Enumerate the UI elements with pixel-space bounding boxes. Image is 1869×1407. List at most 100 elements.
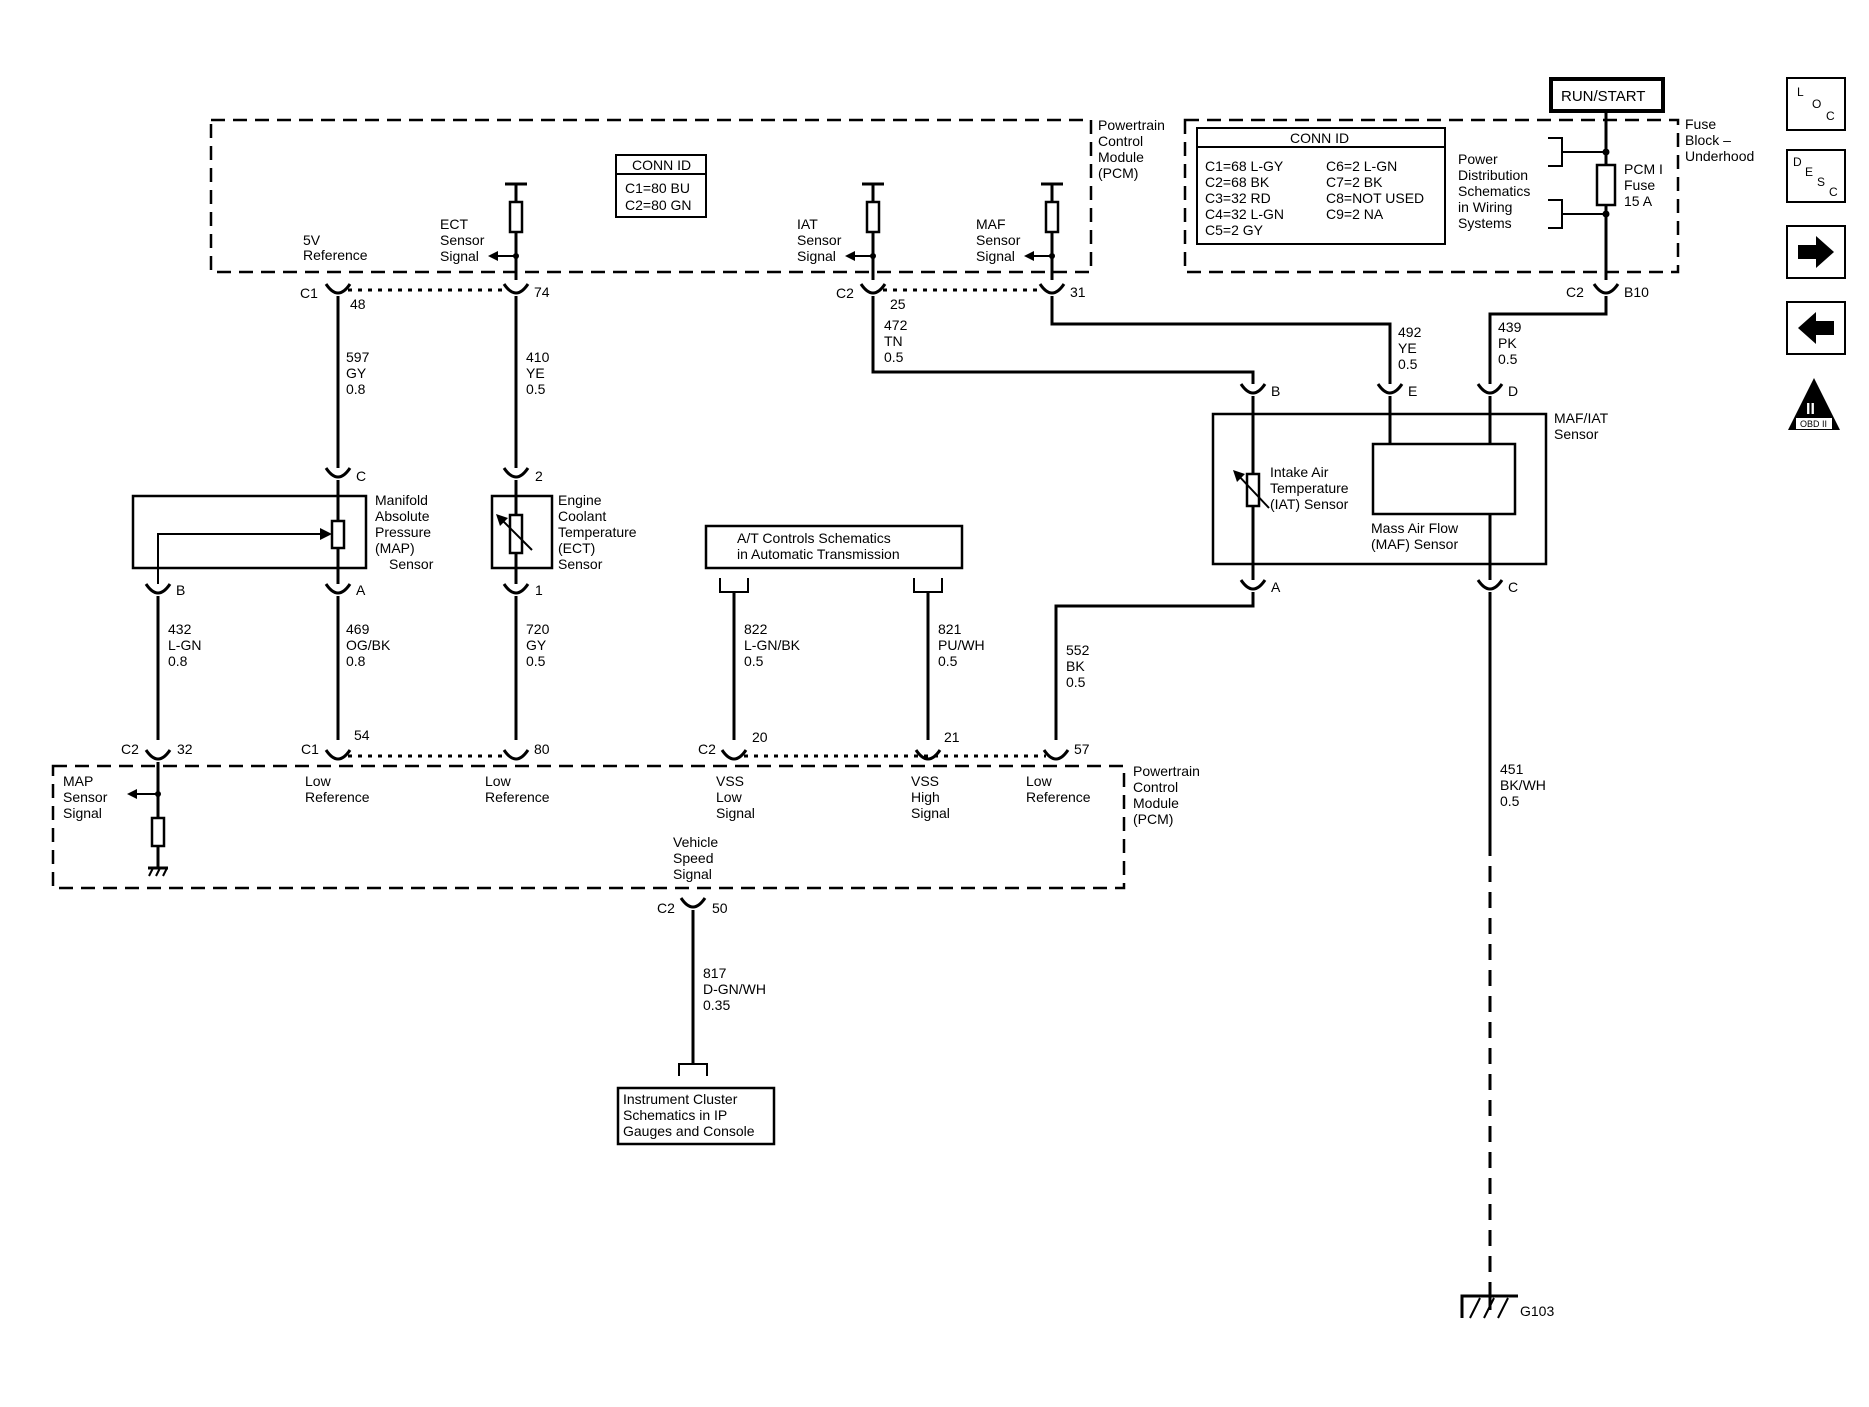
label-vehicle-speed-signal: Vehicle Speed Signal — [673, 834, 718, 882]
wire-451-label: 451 BK/WH 0.5 — [1500, 761, 1546, 809]
svg-text:597: 597 — [346, 349, 370, 365]
svg-text:817: 817 — [703, 965, 727, 981]
svg-text:Sensor: Sensor — [440, 232, 485, 248]
svg-text:B: B — [1271, 383, 1280, 399]
svg-text:Low: Low — [1026, 773, 1053, 789]
svg-text:PCM I: PCM I — [1624, 161, 1663, 177]
svg-text:Sensor: Sensor — [63, 789, 108, 805]
loc-button[interactable]: L O C — [1786, 77, 1846, 131]
svg-text:D: D — [1793, 155, 1802, 169]
svg-text:Coolant: Coolant — [558, 508, 606, 524]
wire-720-label: 720 GY 0.5 — [526, 621, 550, 669]
svg-text:C4=32 L-GN: C4=32 L-GN — [1205, 206, 1284, 222]
svg-text:Low: Low — [305, 773, 332, 789]
svg-text:0.35: 0.35 — [703, 997, 730, 1013]
connector-c2-b10: C2 B10 — [1566, 283, 1649, 300]
svg-text:Schematics: Schematics — [1458, 183, 1530, 199]
svg-text:Low: Low — [716, 789, 743, 805]
svg-text:Fuse: Fuse — [1624, 177, 1655, 193]
connector-c2-25: C2 25 — [836, 283, 906, 312]
back-arrow-button[interactable] — [1786, 301, 1846, 355]
svg-text:PK: PK — [1498, 335, 1517, 351]
pcm-bottom-title: Powertrain Control Module (PCM) — [1133, 763, 1200, 827]
fuse-conn-id-box: CONN ID C1=68 L-GY C2=68 BK C3=32 RD C4=… — [1196, 127, 1446, 245]
svg-text:822: 822 — [744, 621, 768, 637]
svg-text:Vehicle: Vehicle — [673, 834, 718, 850]
svg-text:A: A — [1271, 579, 1281, 595]
svg-text:0.8: 0.8 — [168, 653, 188, 669]
map-sensor: C B A Manifold Absolute Pressure (MAP) S… — [131, 467, 434, 598]
svg-text:(PCM): (PCM) — [1098, 165, 1138, 181]
svg-text:0.8: 0.8 — [346, 653, 366, 669]
svg-text:C1: C1 — [301, 741, 319, 757]
connector-c1-48: C1 48 — [300, 283, 366, 312]
label-iat-sensor-signal: IAT Sensor Signal — [797, 216, 842, 264]
svg-text:0.5: 0.5 — [1500, 793, 1520, 809]
svg-text:C6=2 L-GN: C6=2 L-GN — [1326, 158, 1397, 174]
svg-text:492: 492 — [1398, 324, 1422, 340]
label-ect-sensor-signal: ECT Sensor Signal — [440, 216, 485, 264]
svg-text:D-GN/WH: D-GN/WH — [703, 981, 766, 997]
svg-text:Manifold: Manifold — [375, 492, 428, 508]
svg-text:Mass Air Flow: Mass Air Flow — [1371, 520, 1459, 536]
svg-text:L-GN: L-GN — [168, 637, 201, 653]
next-arrow-button[interactable] — [1786, 225, 1846, 279]
svg-text:II: II — [1806, 401, 1815, 418]
svg-text:C2: C2 — [657, 900, 675, 916]
svg-text:Reference: Reference — [1026, 789, 1091, 805]
svg-text:C2=68 BK: C2=68 BK — [1205, 174, 1270, 190]
svg-text:Systems: Systems — [1458, 215, 1512, 231]
svg-text:ECT: ECT — [440, 216, 468, 232]
svg-text:MAP: MAP — [63, 773, 93, 789]
label-vss-low-signal: VSS Low Signal — [716, 773, 755, 821]
svg-text:Underhood: Underhood — [1685, 148, 1754, 164]
svg-text:Distribution: Distribution — [1458, 167, 1528, 183]
svg-text:IAT: IAT — [797, 216, 818, 232]
connector-c1-74: 74 — [502, 283, 550, 300]
svg-text:Control: Control — [1098, 133, 1143, 149]
connector-c1-54: C1 54 — [301, 727, 370, 761]
svg-text:C: C — [1508, 579, 1518, 595]
svg-text:0.5: 0.5 — [526, 381, 546, 397]
svg-text:YE: YE — [1398, 340, 1417, 356]
map-signal-pulldown — [127, 762, 168, 877]
svg-text:GY: GY — [346, 365, 367, 381]
svg-text:S: S — [1817, 175, 1825, 189]
svg-text:C1: C1 — [300, 285, 318, 301]
svg-text:0.5: 0.5 — [1498, 351, 1518, 367]
svg-text:YE: YE — [526, 365, 545, 381]
svg-text:Signal: Signal — [716, 805, 755, 821]
svg-text:0.5: 0.5 — [938, 653, 958, 669]
at-controls-box: A/T Controls Schematics in Automatic Tra… — [704, 524, 964, 593]
svg-text:Signal: Signal — [976, 248, 1015, 264]
svg-text:Temperature: Temperature — [1270, 480, 1349, 496]
wire-432-label: 432 L-GN 0.8 — [168, 621, 201, 669]
connector-c2-31: 31 — [1038, 283, 1086, 300]
svg-text:Instrument Cluster: Instrument Cluster — [623, 1091, 738, 1107]
svg-text:RUN/START: RUN/START — [1561, 88, 1645, 105]
svg-text:0.8: 0.8 — [346, 381, 366, 397]
svg-text:472: 472 — [884, 317, 908, 333]
svg-text:B10: B10 — [1624, 284, 1649, 300]
svg-text:2: 2 — [535, 468, 543, 484]
svg-text:57: 57 — [1074, 741, 1090, 757]
svg-text:C7=2 BK: C7=2 BK — [1326, 174, 1383, 190]
svg-text:Low: Low — [485, 773, 512, 789]
wire-492-label: 492 YE 0.5 — [1398, 324, 1422, 372]
svg-text:Signal: Signal — [673, 866, 712, 882]
svg-text:L: L — [1797, 85, 1804, 99]
desc-button[interactable]: D E S C — [1786, 149, 1846, 203]
svg-text:48: 48 — [350, 296, 366, 312]
arrow-right-icon — [1798, 236, 1834, 268]
obd-ii-icon[interactable]: II OBD II — [1788, 378, 1840, 430]
svg-text:469: 469 — [346, 621, 370, 637]
svg-text:451: 451 — [1500, 761, 1524, 777]
svg-text:Sensor: Sensor — [389, 556, 434, 572]
svg-text:50: 50 — [712, 900, 728, 916]
svg-text:C9=2 NA: C9=2 NA — [1326, 206, 1384, 222]
svg-text:A: A — [356, 582, 366, 598]
svg-text:BK: BK — [1066, 658, 1085, 674]
label-low-reference-54: Low Reference — [305, 773, 370, 805]
svg-text:in Automatic Transmission: in Automatic Transmission — [737, 546, 900, 562]
svg-text:Control: Control — [1133, 779, 1178, 795]
